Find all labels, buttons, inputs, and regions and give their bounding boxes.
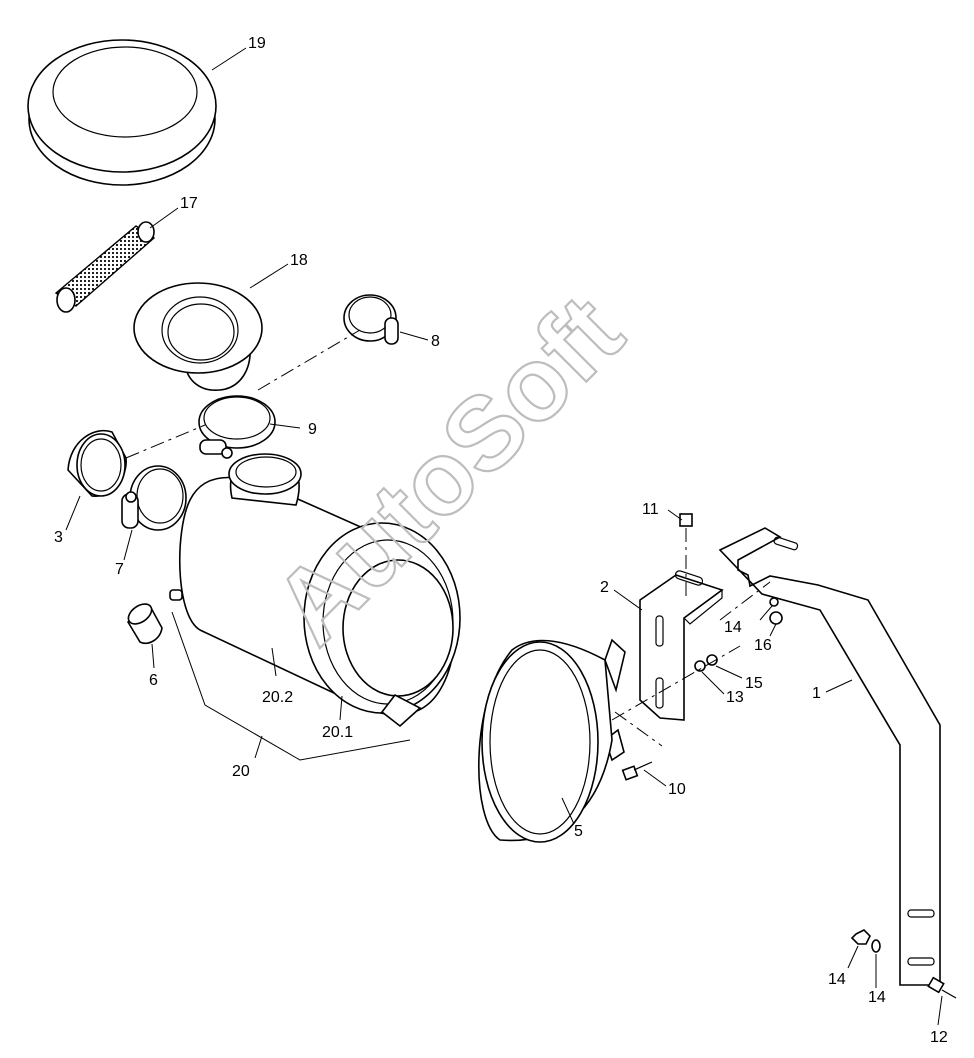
part-10-bolt: [621, 761, 653, 781]
part-7-clamp: [121, 465, 187, 531]
part-11-bolt: [679, 513, 693, 600]
callout-20-1: 20.1: [322, 724, 353, 741]
callout-5: 5: [574, 823, 583, 840]
callout-12: 12: [930, 1029, 948, 1046]
callout-18: 18: [290, 252, 308, 269]
part-14-nut-upper: [769, 597, 779, 607]
part-6-cap: [126, 603, 163, 644]
callout-10: 10: [668, 781, 686, 798]
part-12-bolt: [927, 976, 957, 999]
assembly-lines: [125, 329, 771, 747]
part-14-nut-lower-a: [850, 929, 871, 945]
callout-2: 2: [600, 579, 609, 596]
callout-19: 19: [248, 35, 266, 52]
part-19-cap: [27, 39, 217, 186]
part-5-band: [478, 638, 626, 843]
part-13-washer: [694, 660, 706, 672]
callout-15: 15: [745, 675, 763, 692]
callout-7: 7: [115, 561, 124, 578]
part-14-washer-lower-b: [871, 939, 881, 953]
callout-1: 1: [812, 685, 821, 702]
part-20-housing: [169, 453, 461, 728]
part-3-cap: [67, 429, 127, 497]
part-17-filter-element: [54, 221, 156, 313]
part-1-bracket: [718, 527, 941, 986]
part-9-clamp: [198, 395, 276, 459]
callout-8: 8: [431, 333, 440, 350]
part-8-clamp: [343, 294, 399, 345]
callout-14-lower-a: 14: [828, 971, 846, 988]
callout-16: 16: [754, 637, 772, 654]
callouts: 19 17 18 8 9 3 7 6 20.2 20.1 20 11 2 14 …: [54, 35, 948, 1046]
callout-14-lower-b: 14: [868, 989, 886, 1006]
part-2-bracket: [639, 570, 724, 721]
callout-11: 11: [642, 501, 659, 518]
callout-20: 20: [232, 763, 250, 780]
part-16-nut: [769, 611, 783, 625]
callout-17: 17: [180, 195, 198, 212]
callout-13: 13: [726, 689, 744, 706]
part-15-washer: [706, 654, 718, 666]
callout-14-upper: 14: [724, 619, 742, 636]
leader-lines: [65, 47, 943, 1026]
part-18-flange: [133, 282, 263, 391]
callout-6: 6: [149, 672, 158, 689]
callout-9: 9: [308, 421, 317, 438]
callout-20-2: 20.2: [262, 689, 293, 706]
callout-3: 3: [54, 529, 63, 546]
